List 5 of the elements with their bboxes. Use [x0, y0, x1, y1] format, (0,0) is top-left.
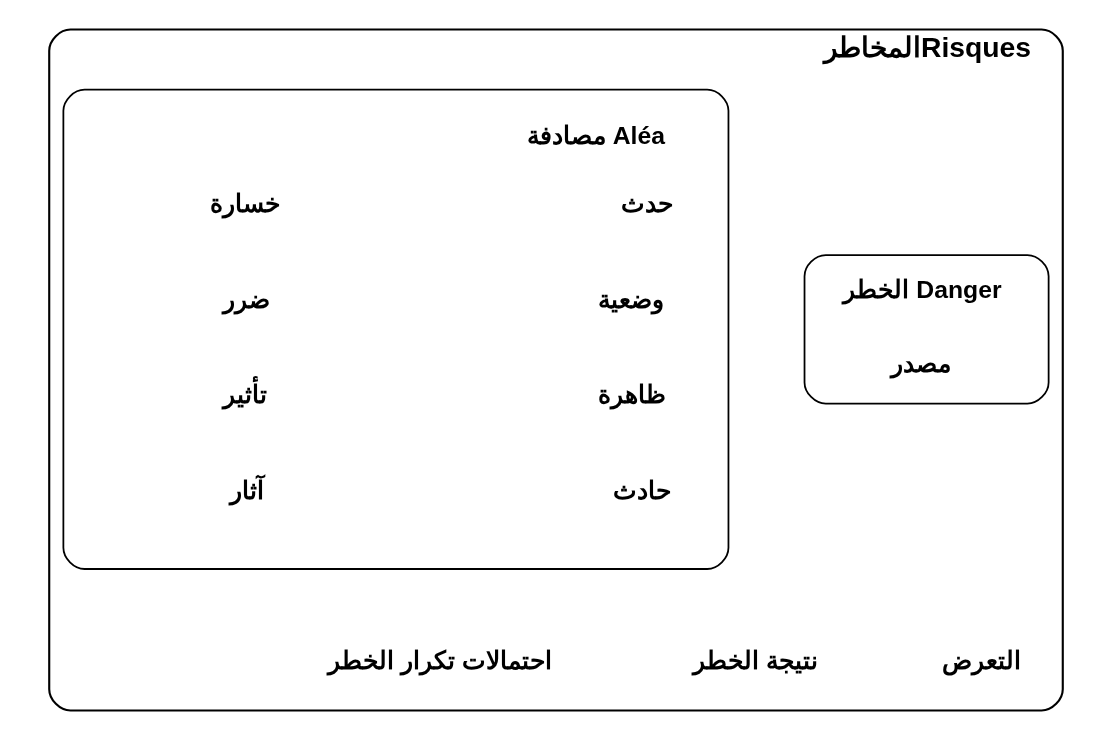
label: التعرض	[942, 647, 1022, 675]
node-box: الخطر Danger مصدر	[803, 254, 1050, 405]
label: نتيجة الخطر	[693, 647, 818, 675]
label: احتمالات تكرار الخطر	[327, 647, 552, 675]
node-box: مصادفة Aléa خسارة حدث ضرر وضعية تأثير ظاهرة آثار حادث	[62, 88, 730, 570]
